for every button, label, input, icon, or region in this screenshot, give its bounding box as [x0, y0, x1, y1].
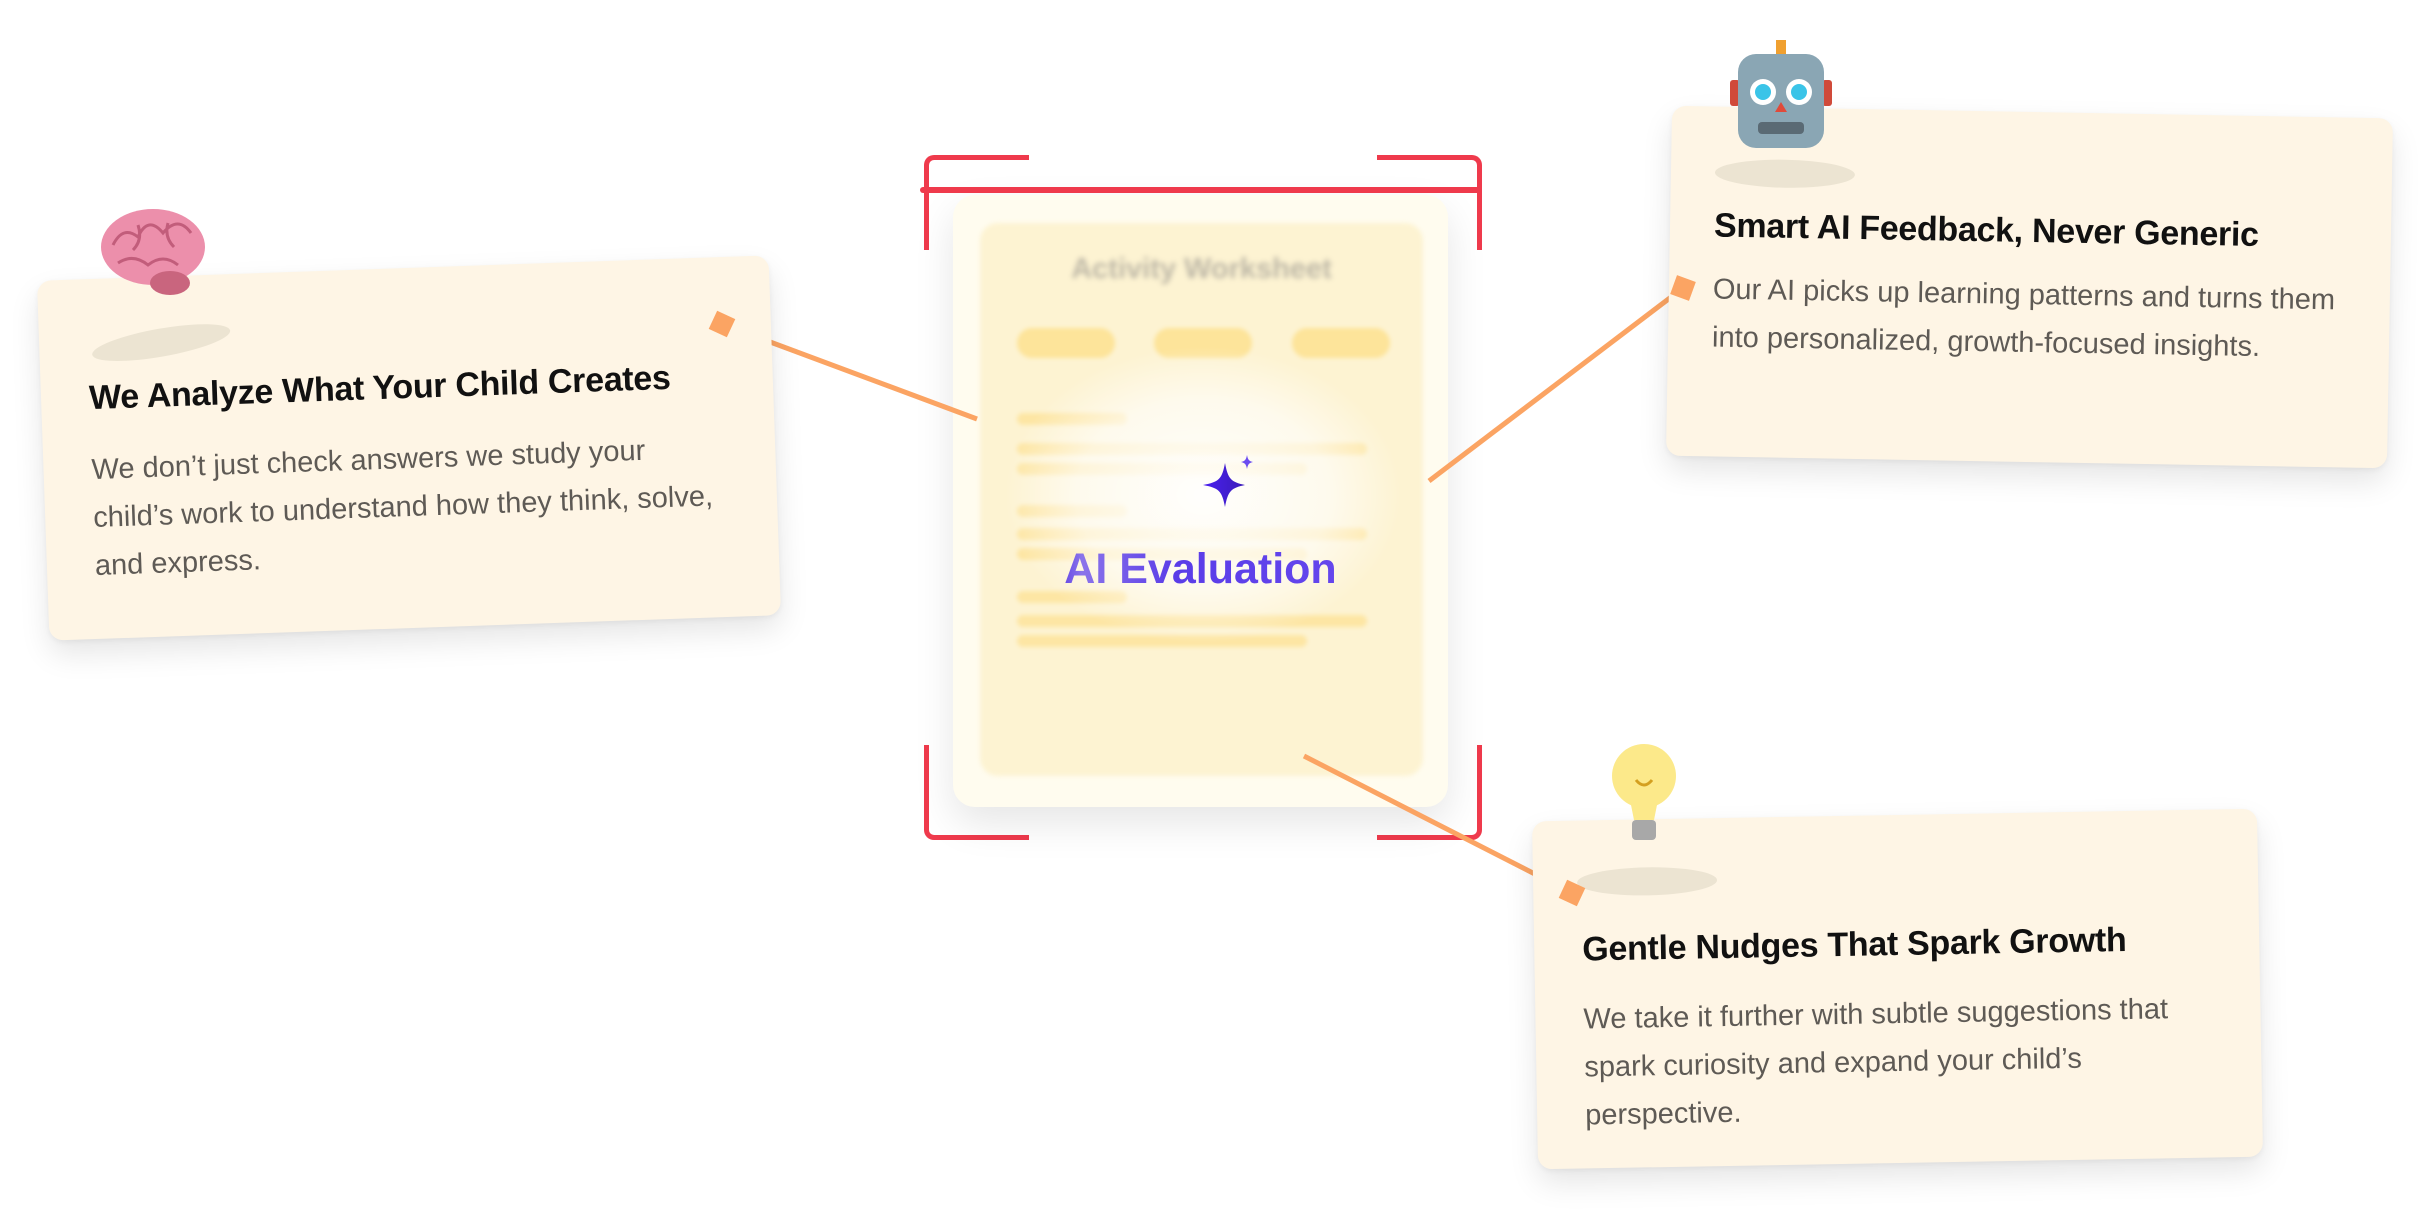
feature-card-nudges: Gentle Nudges That Spark Growth We take …	[1532, 808, 2263, 1170]
ai-evaluation-label: AI Evaluation	[953, 545, 1448, 594]
robot-icon	[1730, 40, 1832, 148]
card-title: We Analyze What Your Child Creates	[88, 358, 672, 418]
sparkle-icon	[1203, 455, 1253, 507]
scan-corner-bottom-right	[1377, 745, 1482, 840]
ai-evaluation-frame: Activity Worksheet AI Evaluation	[920, 155, 1482, 840]
card-body: We don’t just check answers we study you…	[91, 434, 714, 583]
card-body: We take it further with subtle suggestio…	[1583, 993, 2169, 1132]
emoji-shadow	[89, 316, 233, 369]
center-glow	[1003, 345, 1403, 645]
brain-icon	[101, 209, 205, 295]
emoji-shadow	[1714, 158, 1856, 189]
connector-line-2	[1427, 286, 1685, 483]
card-title: Smart AI Feedback, Never Generic	[1713, 206, 2260, 254]
worksheet-card: Activity Worksheet AI Evaluation	[953, 195, 1448, 807]
scan-corner-top-right	[1377, 155, 1482, 250]
scan-corner-top-left	[924, 155, 1029, 250]
connector-line-3	[1302, 753, 1574, 896]
card-title: Gentle Nudges That Spark Growth	[1581, 921, 2127, 969]
card-body: Our AI picks up learning patterns and tu…	[1711, 273, 2336, 364]
scan-line	[920, 187, 1482, 193]
worksheet-title: Activity Worksheet	[1071, 253, 1332, 285]
feature-card-analyze: We Analyze What Your Child Creates We do…	[36, 255, 782, 641]
feature-card-feedback: Smart AI Feedback, Never Generic Our AI …	[1666, 105, 2393, 469]
lightbulb-icon	[1612, 744, 1676, 840]
emoji-shadow	[1576, 866, 1718, 897]
scan-corner-bottom-left	[924, 745, 1029, 840]
